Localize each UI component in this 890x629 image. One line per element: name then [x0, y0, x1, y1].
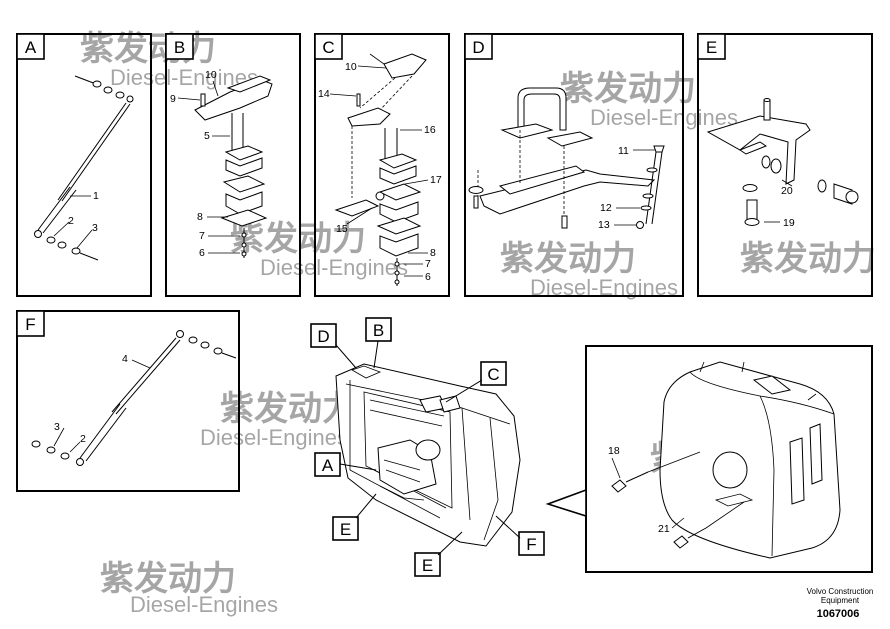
panel-a: A 1 2 3 [16, 33, 152, 297]
panel-label: B [174, 38, 185, 57]
watermark-text: 紫发动力 [230, 220, 366, 258]
callout-label: 10 [205, 69, 217, 81]
panel-b: B 10 9 5 8 7 6 [165, 33, 301, 297]
watermark-text: 紫发动力 [100, 560, 236, 598]
callout-label: 15 [336, 223, 348, 235]
drawing-number: 1067006 [817, 608, 860, 620]
watermark-text: 紫发动力 [80, 30, 216, 68]
company-name-line2: Equipment [821, 596, 860, 605]
callout-label: 7 [199, 230, 205, 242]
callout-label: 10 [345, 61, 357, 73]
overview-tag [518, 531, 545, 556]
panel-frame [16, 310, 240, 492]
callout-label: 20 [781, 185, 793, 197]
overview-tag-label: F [526, 535, 536, 554]
overview-tag-label: E [422, 556, 433, 575]
callout-label: 19 [783, 217, 795, 229]
watermark-text: Diesel-Engines [130, 592, 278, 617]
callout-label: 14 [318, 88, 330, 100]
watermark-text: Diesel-Engines [200, 425, 348, 450]
panel-tag [16, 33, 45, 60]
overview-tag-label: D [317, 327, 329, 346]
overview-tag [365, 317, 392, 342]
callout-label: 2 [68, 215, 74, 227]
panel-tag [314, 33, 343, 60]
panel-c: C 10 14 16 17 [314, 33, 450, 297]
callout-label: 5 [204, 130, 210, 142]
overview-tag [332, 516, 359, 541]
overview-tag-label: E [340, 520, 351, 539]
panel-label: A [25, 38, 37, 57]
tank-detail: 18 21 [545, 345, 873, 573]
callout-label: 12 [600, 202, 612, 214]
callout-label: 6 [425, 271, 431, 283]
callout-label: 2 [80, 433, 86, 445]
watermark-text: Diesel-Engines [590, 105, 738, 130]
callout-label: 11 [618, 145, 629, 157]
overview-assembly: D B C A E E F [310, 317, 545, 577]
callout-label: 8 [430, 247, 436, 259]
overview-tag [414, 552, 441, 577]
watermark-text: 紫发动力 [740, 240, 876, 278]
overview-tag-label: B [373, 321, 384, 340]
watermark-text: 紫发动力 [500, 240, 636, 278]
callout-label: 13 [598, 219, 610, 231]
callout-label: 4 [122, 353, 128, 365]
panel-label: E [706, 38, 717, 57]
panel-frame [165, 33, 301, 297]
detail-frame [585, 345, 873, 573]
overview-tag-label: C [487, 365, 499, 384]
callout-label: 7 [425, 258, 431, 270]
panel-tag [16, 310, 45, 337]
overview-tag [310, 323, 337, 348]
panel-tag [464, 33, 493, 60]
watermark-text: Diesel-Engines [260, 255, 408, 280]
callout-label: 17 [430, 174, 442, 186]
callout-label: 1 [93, 190, 99, 202]
overview-tag-label: A [322, 456, 334, 475]
watermark-text: 紫发动力 [560, 70, 696, 108]
panel-frame [16, 33, 152, 297]
callout-label: 8 [197, 211, 203, 223]
overview-tag [480, 361, 507, 386]
callout-label: 9 [170, 93, 176, 105]
panel-d: D 11 12 13 [464, 33, 684, 297]
callout-label: 3 [92, 222, 98, 234]
company-name: Volvo Construction [807, 587, 874, 596]
panel-tag [165, 33, 194, 60]
callout-label: 16 [424, 124, 436, 136]
detail-pointer [545, 488, 587, 518]
callout-label: 6 [199, 247, 205, 259]
panel-label: D [472, 38, 484, 57]
panel-f: F 4 3 2 [16, 310, 240, 492]
footer: Volvo Construction Equipment 1067006 [807, 587, 874, 620]
panel-e: E 20 19 [697, 33, 873, 297]
callout-label: 3 [54, 421, 60, 433]
watermark-text: 紫发动力 [220, 390, 356, 428]
panel-label: F [25, 315, 35, 334]
callout-label: 18 [608, 445, 620, 457]
panel-frame [464, 33, 684, 297]
panel-tag [697, 33, 726, 60]
callout-label: 21 [658, 523, 670, 535]
panel-frame [697, 33, 873, 297]
panel-frame [314, 33, 450, 297]
panel-label: C [322, 38, 334, 57]
